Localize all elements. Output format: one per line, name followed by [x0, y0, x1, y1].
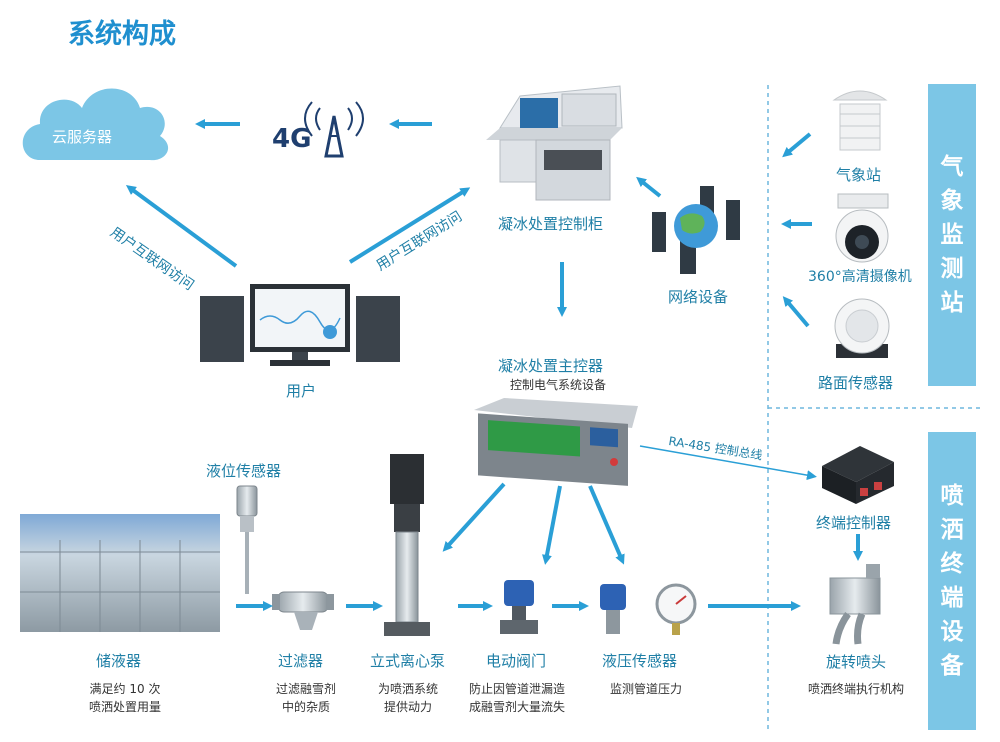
cloud-icon	[22, 88, 169, 161]
pipeline-sub-filter: 过滤融雪剂中的杂质	[275, 682, 336, 714]
pipeline-name-valve: 电动阀门	[486, 652, 547, 670]
weather-station-icon	[832, 90, 888, 151]
hd-camera-icon	[835, 193, 889, 263]
spray-terminal-sidebar: 喷洒终端设备	[928, 432, 976, 730]
network-4g-label: 4G	[272, 124, 312, 154]
rotary-nozzle-icon	[829, 564, 881, 645]
control-cabinet-label: 凝冰处置控制柜	[498, 215, 604, 233]
network-device-label: 网络设备	[668, 288, 729, 306]
rotary-nozzle-sub: 喷洒终端执行机构	[808, 682, 905, 696]
pipeline-sub-pressure: 监测管道压力	[609, 682, 682, 696]
pipeline-name-pump: 立式离心泵	[370, 652, 446, 670]
pipeline-name-pressure: 液压传感器	[602, 652, 678, 670]
terminal-controller-label: 终端控制器	[816, 514, 892, 532]
pressure-gauge-icon	[655, 583, 697, 635]
terminal-controller-icon	[822, 446, 894, 504]
page-title: 系统构成	[68, 19, 176, 50]
pipeline-sub-valve: 防止因管道泄漏造成融雪剂大量流失	[468, 682, 565, 714]
pipeline-sub-tank: 满足约 10 次喷洒处置用量	[88, 682, 161, 714]
pipeline-sub-pump: 为喷洒系统提供动力	[377, 682, 438, 714]
road-sensor-icon	[834, 298, 890, 358]
road-sensor-label: 路面传感器	[818, 374, 894, 392]
weather-station-label: 气象站	[836, 166, 882, 184]
network-device-icon	[652, 186, 740, 274]
main-controller-sub: 控制电气系统设备	[510, 378, 607, 392]
user-label: 用户	[286, 382, 317, 400]
main-controller-label: 凝冰处置主控器	[498, 357, 604, 375]
weather-station-sidebar: 气象监测站	[928, 84, 976, 386]
centrifugal-pump-icon	[384, 454, 430, 636]
filter-icon	[272, 591, 334, 630]
level-sensor-icon	[236, 485, 258, 594]
pipeline-name-tank: 储液器	[96, 652, 142, 670]
rotary-nozzle-label: 旋转喷头	[826, 653, 887, 671]
level-sensor-label: 液位传感器	[206, 462, 282, 480]
main-controller-icon	[474, 398, 638, 486]
storage-tank-icon	[20, 514, 220, 632]
electric-valve-icon	[500, 580, 538, 634]
4g-tower-icon	[304, 101, 364, 158]
hd-camera-label: 360°高清摄像机	[808, 269, 912, 285]
user-computer-icon	[200, 284, 400, 366]
pressure-transmitter-icon	[600, 584, 626, 634]
cloud-server-label: 云服务器	[52, 128, 113, 146]
control-cabinet-icon	[486, 85, 623, 201]
pipeline-name-filter: 过滤器	[278, 652, 324, 670]
